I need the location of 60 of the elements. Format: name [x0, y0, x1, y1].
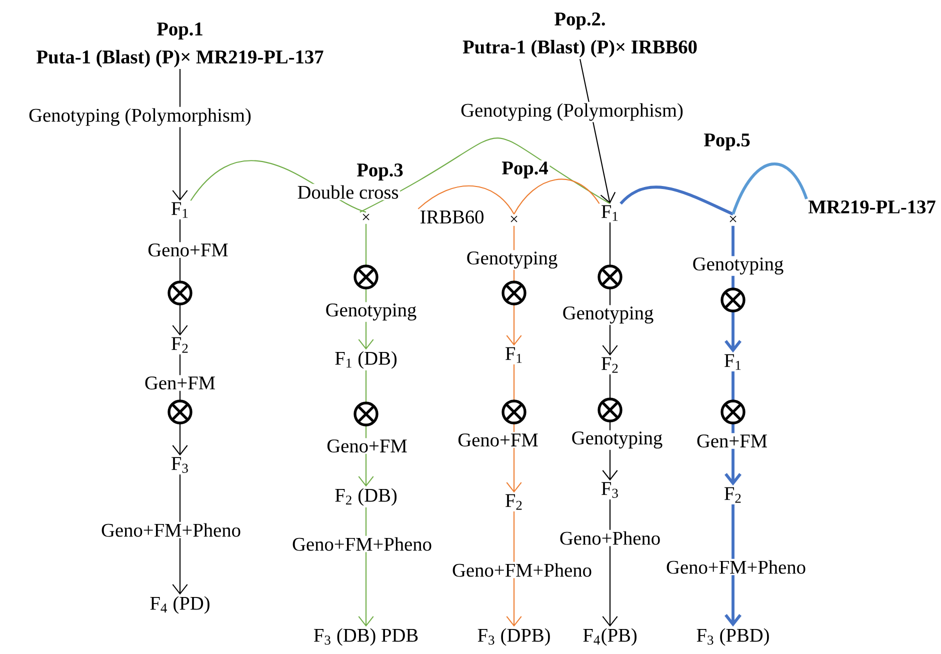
edge-label: Geno+FM [325, 438, 409, 454]
cross-type-label: Double cross [296, 184, 400, 200]
parent-cross-label: Pop.1 Puta-1 (Blast) (P)× MR219-PL-137 [36, 22, 324, 68]
generation-label: F$_{3}$ [601, 482, 618, 498]
edge-label: Genotyping [465, 250, 559, 270]
edge-label: Geno+FM [456, 432, 540, 448]
arrow [358, 370, 374, 487]
generation-label: F$_{3}$ (PBD) [696, 628, 769, 646]
arrow [358, 224, 374, 350]
arrow [172, 219, 188, 336]
cross-symbol: × [510, 216, 518, 222]
generation-label: F$_{2}$ [171, 337, 188, 353]
generation-label: F$_{4}$(PB) [583, 628, 636, 646]
generation-label: F$_{1}$ [601, 205, 618, 221]
edge-label: Geno+FM+Pheno [450, 562, 594, 578]
arrow [172, 69, 188, 201]
generation-label: F$_{3}$ (DB) PDB [314, 628, 418, 646]
arrow [724, 371, 742, 486]
edge-label: Geno+FM+Pheno [290, 536, 434, 552]
generation-label: F$_{3}$ [171, 457, 188, 473]
arrow [724, 226, 742, 353]
edge-label: Gen+FM [695, 433, 769, 449]
generation-label: F$_{1}$ (DB) [335, 351, 397, 369]
generation-label: F$_{3}$ (DPB) [478, 628, 550, 646]
generation-label: F$_{1}$ [171, 202, 188, 218]
generation-label: F$_{2}$ [505, 494, 522, 510]
arrow [172, 474, 188, 595]
edge-label: Genotyping (Polymorphism) [459, 102, 685, 122]
edge-label: Genotyping [324, 302, 418, 322]
edge-label: Geno+FM+Pheno [664, 558, 808, 576]
arrow [724, 504, 742, 627]
generation-label: F$_{4}$ (PD) [150, 596, 210, 614]
generation-label: F$_{2}$ (DB) [335, 488, 397, 506]
edge-label: Genotyping (Polymorphism) [27, 106, 253, 128]
generation-label: F$_{2}$ [601, 357, 618, 373]
arrow [602, 222, 618, 356]
edge-label: Genotyping [570, 430, 664, 450]
edge-label: Genotyping [561, 305, 655, 325]
arrow [506, 511, 522, 627]
arrow [602, 499, 618, 627]
generation-label: F$_{1}$ [505, 347, 522, 363]
arrow [358, 507, 374, 627]
population-label: Pop.4 [500, 160, 550, 180]
cross-symbol: × [730, 216, 736, 222]
population-label: Pop.5 [702, 132, 752, 152]
edge-label: Gen+FM [143, 375, 217, 391]
edge-label: Genotyping [691, 256, 785, 276]
generation-label: F$_{2}$ [724, 487, 741, 503]
arrow [506, 364, 522, 493]
generation-label: F$_{1}$ [724, 354, 741, 370]
arrow [579, 58, 616, 204]
edge-label: Geno+FM [146, 242, 230, 258]
edge-label: Geno+FM+Pheno [100, 522, 242, 538]
parent-label: IRBB60 [420, 210, 484, 224]
cross-symbol: × [362, 214, 370, 220]
population-label: Pop.3 [355, 162, 405, 182]
parent-cross-label: Pop.2. Putra-1 (Blast) (P)× IRBB60 [462, 12, 697, 58]
arrow [172, 354, 188, 456]
edge-label: Geno+Pheno [558, 530, 662, 546]
parent-label: MR219-PL-137 [808, 200, 936, 214]
